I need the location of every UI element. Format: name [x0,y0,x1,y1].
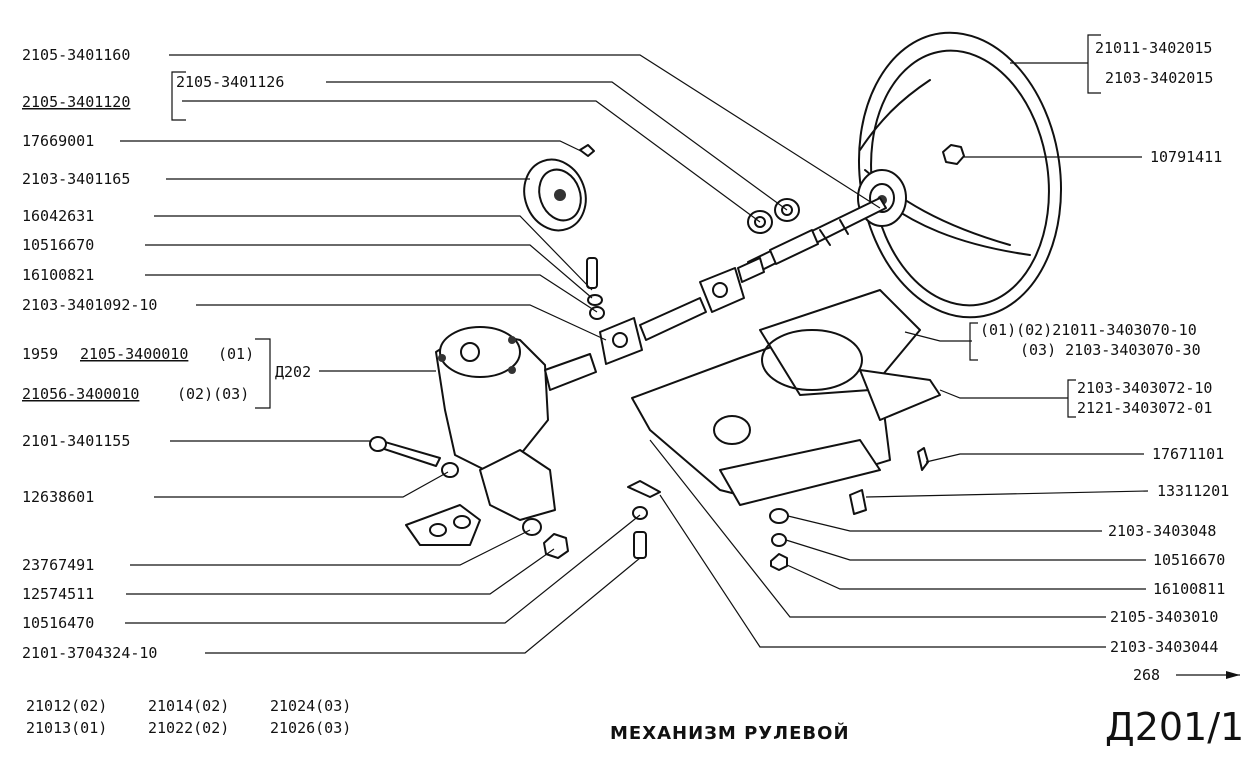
label-variant-01: (01) [218,345,254,363]
small-fasteners [579,144,605,320]
model-21014: 21014(02) [148,697,229,715]
label-2103-3403048: 2103-3403048 [1108,522,1216,540]
label-13311201: 13311201 [1157,482,1229,500]
label-10791411: 10791411 [1150,148,1222,166]
flange-disc [523,158,587,232]
diagram-title: МЕХАНИЗМ РУЛЕВОЙ [610,722,850,744]
label-23767491: 23767491 [22,556,94,574]
label-16100811: 16100811 [1153,580,1225,598]
column-bracket [631,289,941,506]
model-list: 21012(02) 21014(02) 21024(03) 21013(01) … [26,697,351,737]
label-21011-3402015: 21011-3402015 [1095,39,1212,57]
label-2103-3403070-30: (03) 2103-3403070-30 [1020,341,1201,359]
model-21013: 21013(01) [26,719,107,737]
label-16100821: 16100821 [22,266,94,284]
label-2105-3401126: 2105-3401126 [176,73,284,91]
label-12638601: 12638601 [22,488,94,506]
label-2103-3403072-10: 2103-3403072-10 [1077,379,1212,397]
bolt-and-nuts [369,436,661,559]
bushings [747,198,800,234]
model-21024: 21024(03) [270,697,351,715]
label-17671101: 17671101 [1152,445,1224,463]
left-labels: 2105-3401160 2105-3401126 2105-3401120 1… [22,46,311,662]
label-16042631: 16042631 [22,207,94,225]
label-10516670-right: 10516670 [1153,551,1225,569]
label-10516670-left: 10516670 [22,236,94,254]
label-12574511: 12574511 [22,585,94,603]
label-2121-3403072-01: 2121-3403072-01 [1077,399,1212,417]
label-2103-3401092-10: 2103-3401092-10 [22,296,157,314]
steering-shaft [737,197,887,283]
label-2101-3704324-10: 2101-3704324-10 [22,644,157,662]
label-2103-3401165: 2103-3401165 [22,170,130,188]
model-21022: 21022(02) [148,719,229,737]
label-17669001: 17669001 [22,132,94,150]
label-d202: Д202 [275,363,311,381]
label-variant-02-03: (02)(03) [177,385,249,403]
model-21026: 21026(03) [270,719,351,737]
model-21012: 21012(02) [26,697,107,715]
label-2105-3401160: 2105-3401160 [22,46,130,64]
label-2103-3403044: 2103-3403044 [1110,638,1218,656]
leader-lines [120,34,1240,679]
label-21011-3403070-10: (01)(02)21011-3403070-10 [980,321,1197,339]
page-code: Д201/1 [1105,705,1244,749]
label-21056-3400010: 21056-3400010 [22,385,139,403]
intermediate-shaft [599,267,745,365]
label-2105-3401120: 2105-3401120 [22,93,130,111]
column-small-parts [769,447,929,571]
steering-gearbox [405,326,597,546]
label-1959: 1959 [22,345,58,363]
label-2105-3403010: 2105-3403010 [1110,608,1218,626]
label-2103-3402015: 2103-3402015 [1105,69,1213,87]
label-10516470: 10516470 [22,614,94,632]
label-2101-3401155: 2101-3401155 [22,432,130,450]
steering-wheel [857,31,1063,319]
label-2105-3400010: 2105-3400010 [80,345,188,363]
next-page-number: 268 [1133,666,1160,684]
right-labels: 21011-3402015 2103-3402015 10791411 (01)… [980,39,1229,684]
